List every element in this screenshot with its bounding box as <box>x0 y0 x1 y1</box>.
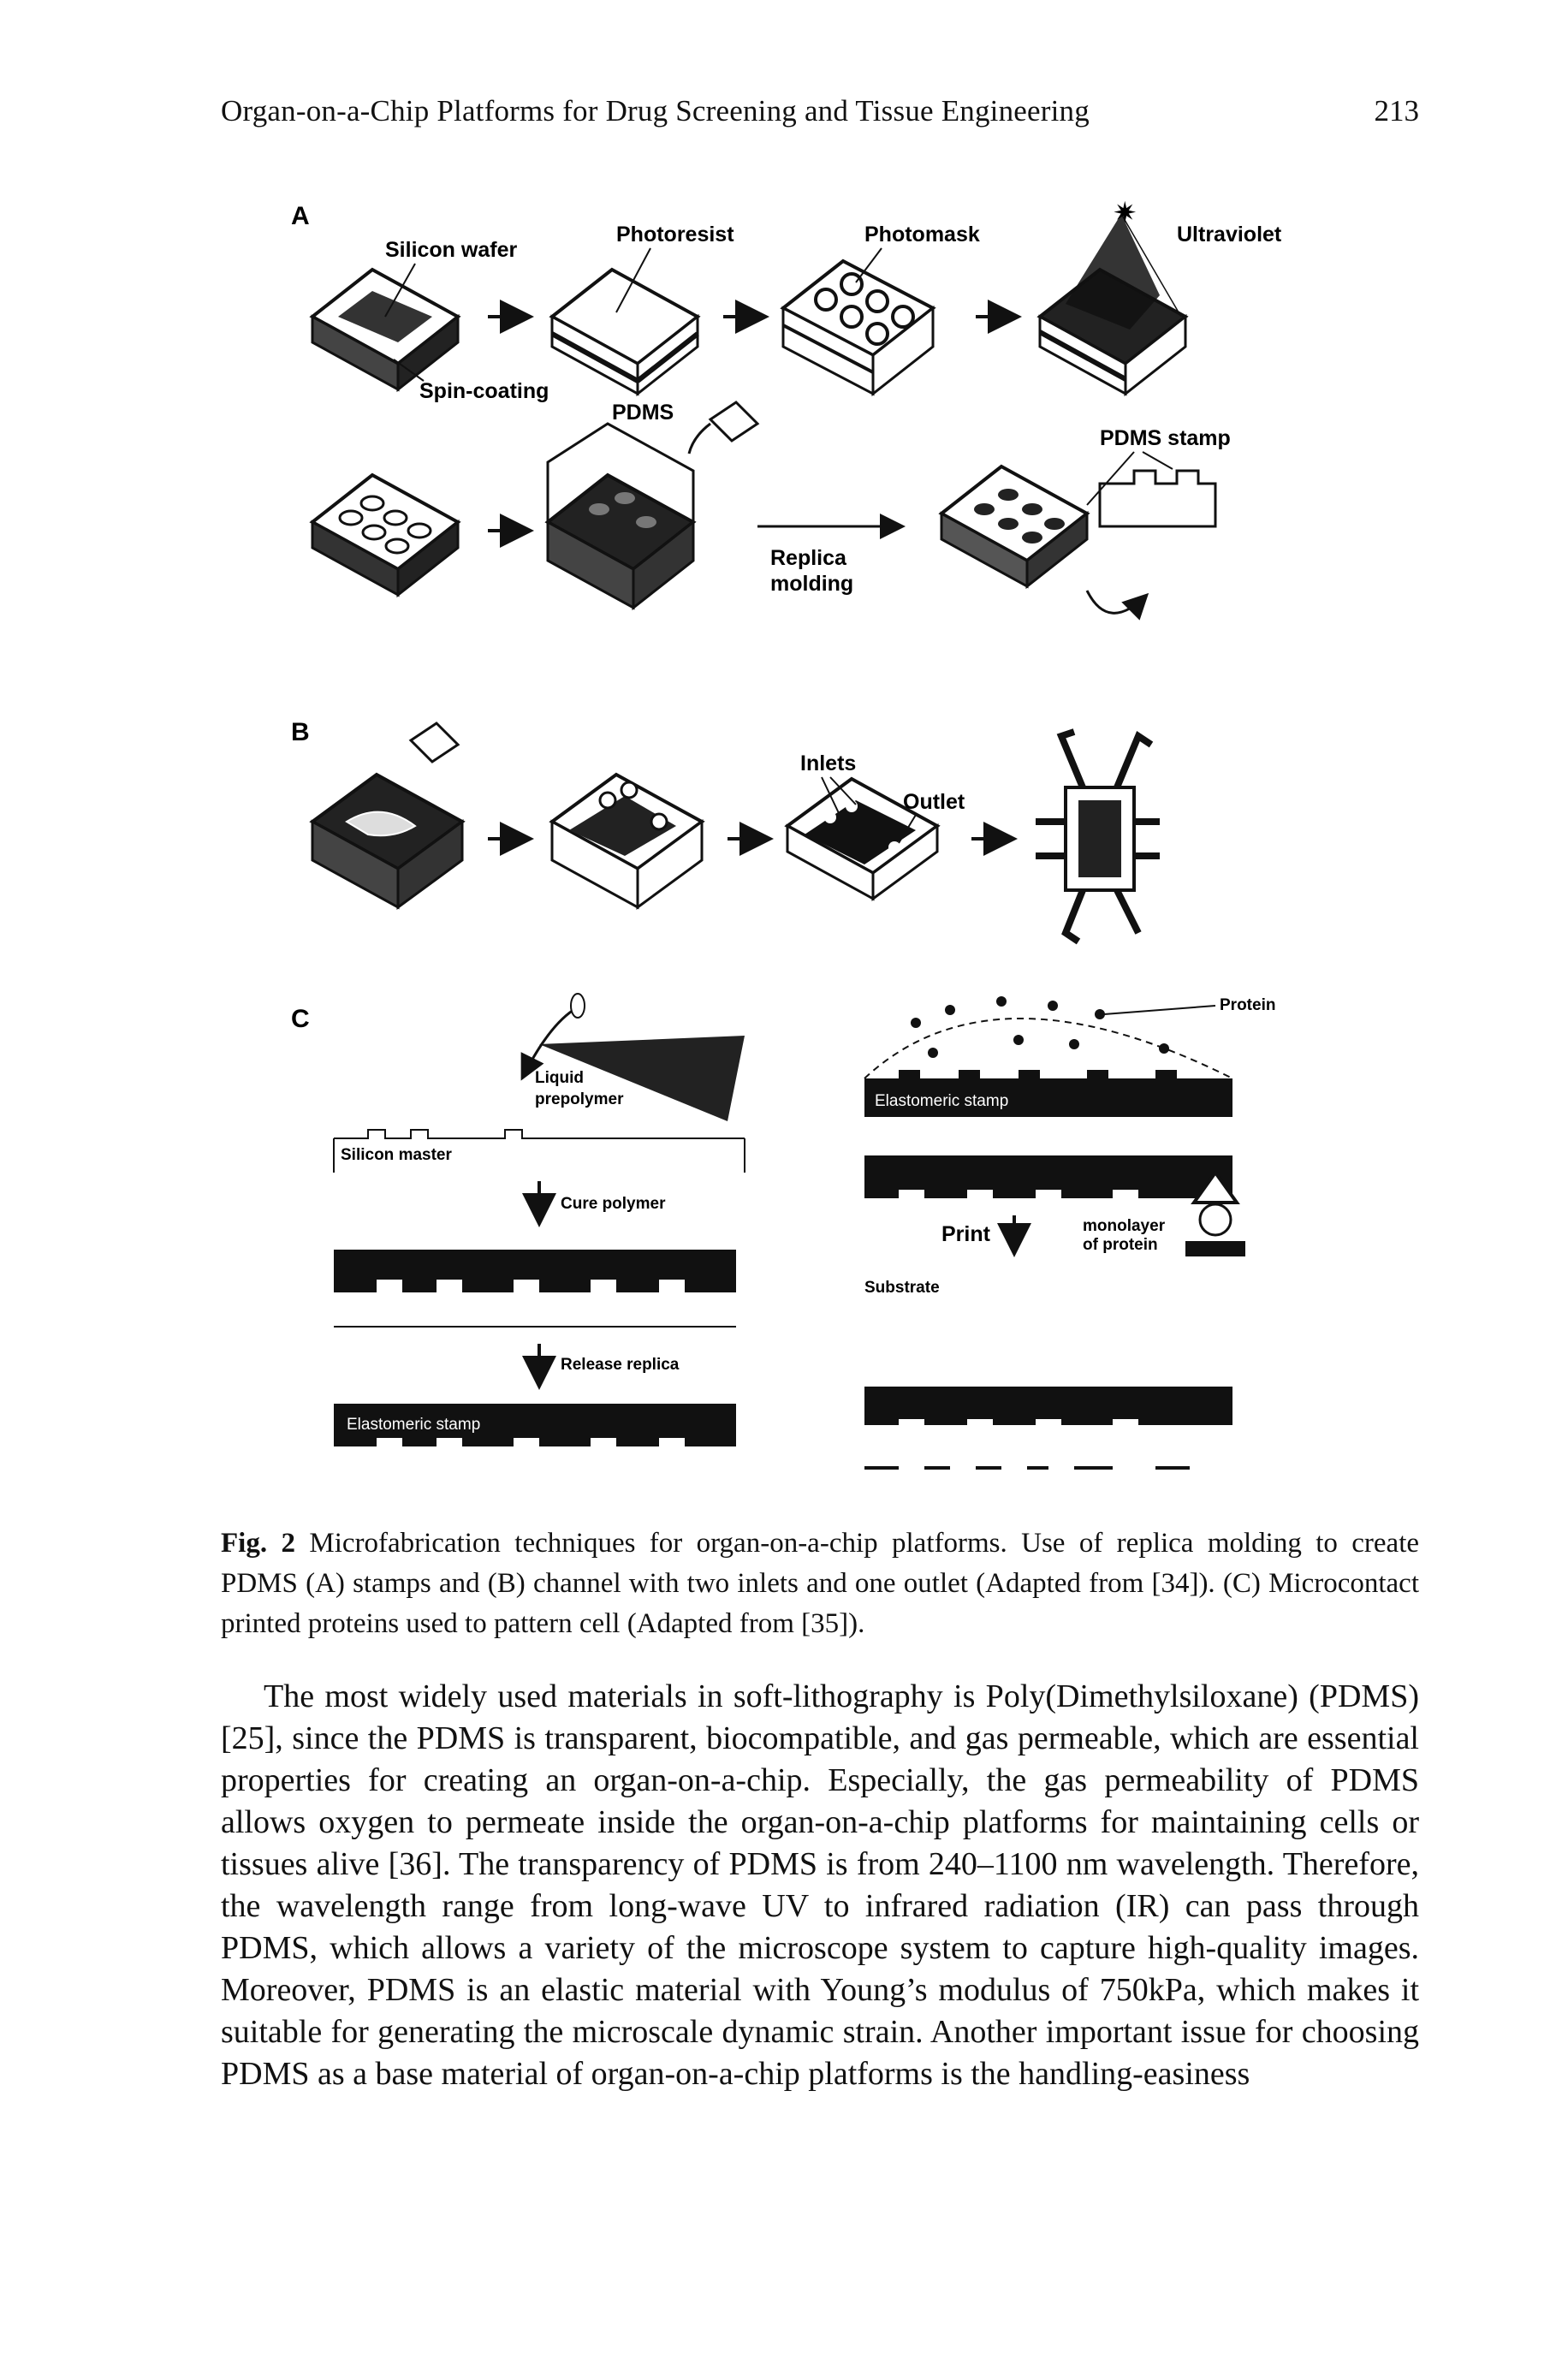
label-silicon-master: Silicon master <box>341 1146 452 1164</box>
label-replica: Replica <box>770 546 847 570</box>
label-print: Print <box>941 1222 991 1246</box>
running-head: Organ-on-a-Chip Platforms for Drug Scree… <box>221 94 1419 137</box>
printed-substrate <box>864 1387 1232 1470</box>
panel-c-label: C <box>291 1005 310 1033</box>
running-title: Organ-on-a-Chip Platforms for Drug Scree… <box>221 94 1090 128</box>
sun-icon: ✷ <box>1113 196 1137 230</box>
figure-2: A Silicon wafer Spin-coating Photoresist <box>265 188 1395 1489</box>
label-outlet: Outlet <box>903 790 965 814</box>
label-cure-polymer: Cure polymer <box>561 1195 666 1213</box>
label-prepolymer: prepolymer <box>535 1090 624 1108</box>
label-of-protein: of protein <box>1083 1236 1158 1254</box>
label-photoresist: Photoresist <box>616 223 734 247</box>
photoresist-block <box>549 267 701 397</box>
connected-device <box>1036 728 1160 945</box>
protein-inking <box>864 996 1233 1117</box>
uv-exposure-block <box>1036 213 1189 397</box>
panel-b-label: B <box>291 718 310 746</box>
figure-2-diagram: A Silicon wafer Spin-coating Photoresist <box>291 196 1282 1470</box>
label-ultraviolet: Ultraviolet <box>1177 223 1282 247</box>
patterned-master-block <box>309 472 461 598</box>
label-silicon-wafer: Silicon wafer <box>385 238 517 262</box>
label-monolayer: monolayer <box>1083 1217 1166 1235</box>
label-liquid: Liquid <box>535 1069 584 1087</box>
label-photomask: Photomask <box>864 223 980 247</box>
figure-caption: Fig. 2 Microfabrication techniques for o… <box>221 1524 1419 1644</box>
silicon-wafer-block <box>309 267 461 393</box>
label-substrate: Substrate <box>864 1279 940 1297</box>
photomask-block <box>780 258 936 397</box>
pdms-stamp-block <box>938 464 1090 590</box>
label-inlets: Inlets <box>800 751 856 775</box>
page-number: 213 <box>1374 94 1420 128</box>
flip-arrow <box>1085 590 1149 621</box>
sealed-channel-block <box>784 776 941 901</box>
elastomeric-stamp-left <box>334 1404 736 1448</box>
caption-fig-number: Fig. 2 <box>221 1528 295 1559</box>
label-molding: molding <box>770 572 853 596</box>
caption-text: Microfabrication techniques for organ-on… <box>221 1528 1420 1639</box>
label-elastomeric-stamp-right: Elastomeric stamp <box>875 1092 1008 1110</box>
label-elastomeric-stamp-left: Elastomeric stamp <box>347 1416 480 1434</box>
label-protein: Protein <box>1220 996 1275 1014</box>
stamp-on-substrate <box>864 1155 1245 1256</box>
cured-polymer-on-master <box>334 1250 736 1328</box>
prepolymer-pour <box>520 993 745 1121</box>
label-pdms-stamp: PDMS stamp <box>1100 426 1231 450</box>
pdms-stamp-crosssection <box>1098 469 1217 528</box>
body-text: The most widely used materials in soft-l… <box>221 1676 1419 2095</box>
silicon-master-profile <box>333 1129 745 1173</box>
label-pdms: PDMS <box>612 401 674 425</box>
channel-mold-block <box>309 722 466 910</box>
label-release-replica: Release replica <box>561 1356 680 1374</box>
pdms-pour-block <box>544 401 760 611</box>
label-spin-coating: Spin-coating <box>419 379 549 403</box>
body-paragraph: The most widely used materials in soft-l… <box>221 1678 1419 2092</box>
panel-a-label: A <box>291 202 310 230</box>
channel-cast-block <box>549 772 705 910</box>
